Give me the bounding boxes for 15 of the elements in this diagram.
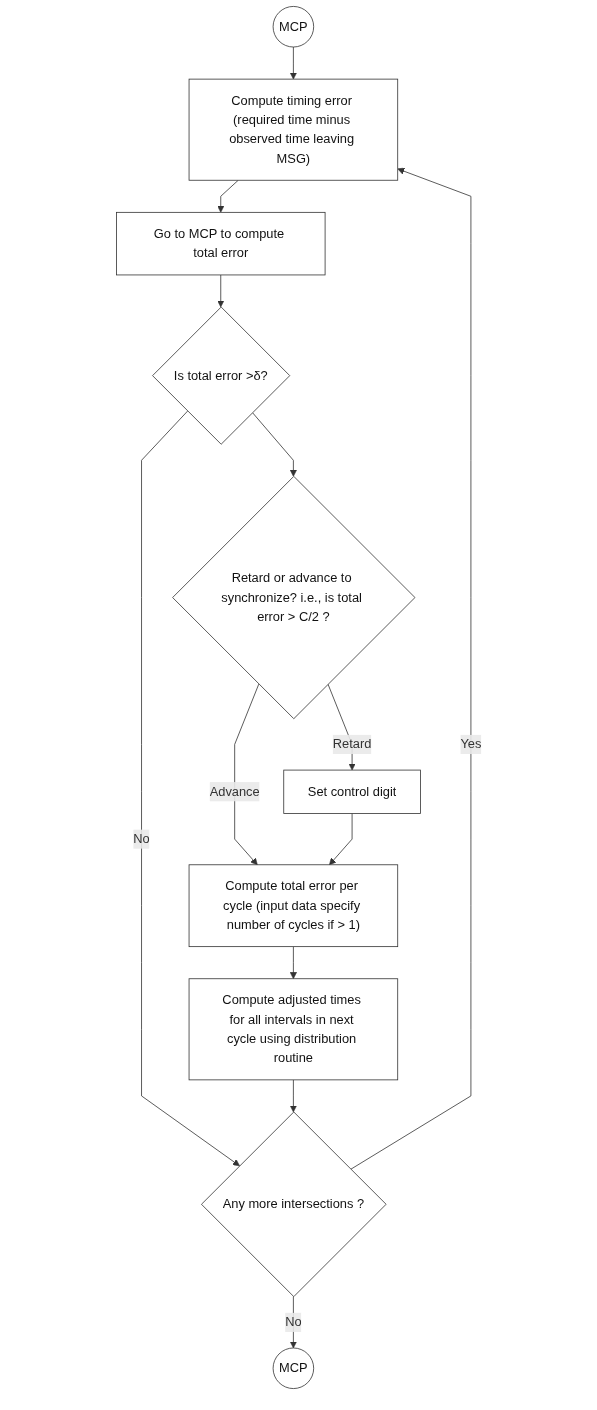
process-box: Set control digit <box>282 769 421 814</box>
edge-label: Advance <box>209 782 260 802</box>
decision-diamond: Any more intersections ? <box>200 1111 387 1297</box>
decision-diamond: Retard or advance to synchronize? i.e., is total error > C/2 ? <box>171 475 415 720</box>
edge-label: No <box>284 1312 302 1332</box>
decision-diamond: Is total error >δ? <box>151 306 290 445</box>
process-box: Compute adjusted times for all intervals in next cycle using distribution routine <box>188 978 398 1081</box>
edge-label: No <box>132 829 150 849</box>
edge-label: Yes <box>460 734 481 755</box>
process-box: Compute timing error (required time minus observed time leaving MSG) <box>188 78 398 181</box>
process-box: Compute total error per cycle (input data specify number of cycles if > 1) <box>188 864 398 948</box>
edge-label: Retard <box>332 734 371 755</box>
connector-circle: MCP <box>272 6 314 48</box>
process-box: Go to MCP to compute total error <box>115 211 326 276</box>
connector-circle: MCP <box>272 1347 314 1389</box>
